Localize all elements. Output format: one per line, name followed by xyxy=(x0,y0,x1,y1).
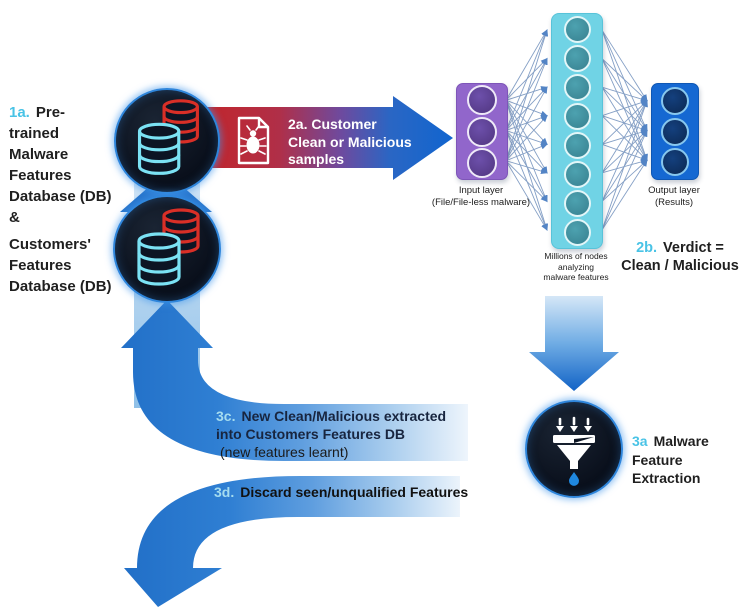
samples-arrow xyxy=(203,96,453,180)
step3c-label: 3c.New Clean/Malicious extracted into Cu… xyxy=(216,408,447,460)
input-node xyxy=(467,85,497,116)
step3c-number: 3c. xyxy=(216,408,236,424)
feature-extraction-circle xyxy=(525,400,623,498)
step2a-label: 2a. Customer Clean or Malicious samples xyxy=(288,116,412,167)
output-node xyxy=(661,148,689,177)
step1-label: 1a.Pre- trained Malware Features Databas… xyxy=(9,104,112,295)
step3a-number: 3a xyxy=(632,433,648,449)
step2a-number: 2a. xyxy=(288,116,308,132)
hidden-node xyxy=(563,219,591,246)
customers-db-circle xyxy=(113,195,221,303)
step3d-label: 3d.Discard seen/unqualified Features xyxy=(214,484,469,500)
step2b-number: 2b. xyxy=(636,240,658,256)
input-node xyxy=(467,147,497,178)
step1-number: 1a. xyxy=(9,104,30,121)
hidden-node xyxy=(563,74,591,101)
input-layer-box xyxy=(456,83,508,180)
output-node xyxy=(661,117,689,146)
funnel-shadow xyxy=(574,437,594,443)
network-connections xyxy=(505,29,648,231)
database-cylinder-icon xyxy=(137,99,199,175)
input-node xyxy=(467,116,497,147)
bug-file-icon xyxy=(237,116,270,165)
feedback-arrow-3c xyxy=(121,300,468,461)
hidden-layer-box xyxy=(551,13,603,249)
input-layer-label: Input layer (File/File-less malware) xyxy=(431,185,531,208)
down-arrow xyxy=(529,296,619,391)
hidden-node xyxy=(563,16,591,43)
output-layer-box xyxy=(651,83,699,180)
water-drop-icon xyxy=(569,472,579,486)
pretrained-db-circle xyxy=(114,88,220,194)
hidden-node xyxy=(563,103,591,130)
discard-arrow-3d xyxy=(124,476,460,607)
step2b-label: 2b.Verdict = Clean / Malicious xyxy=(621,240,739,274)
hidden-layer-label: Millions of nodes analyzing malware feat… xyxy=(543,251,609,282)
output-layer-label: Output layer (Results) xyxy=(648,185,700,208)
hidden-node xyxy=(563,161,591,188)
output-node xyxy=(661,86,689,115)
hidden-node xyxy=(563,45,591,72)
hidden-node xyxy=(563,132,591,159)
funnel-icon xyxy=(553,416,595,486)
database-cylinder-icon xyxy=(137,208,200,286)
step3d-number: 3d. xyxy=(214,484,235,500)
hidden-node xyxy=(563,190,591,217)
